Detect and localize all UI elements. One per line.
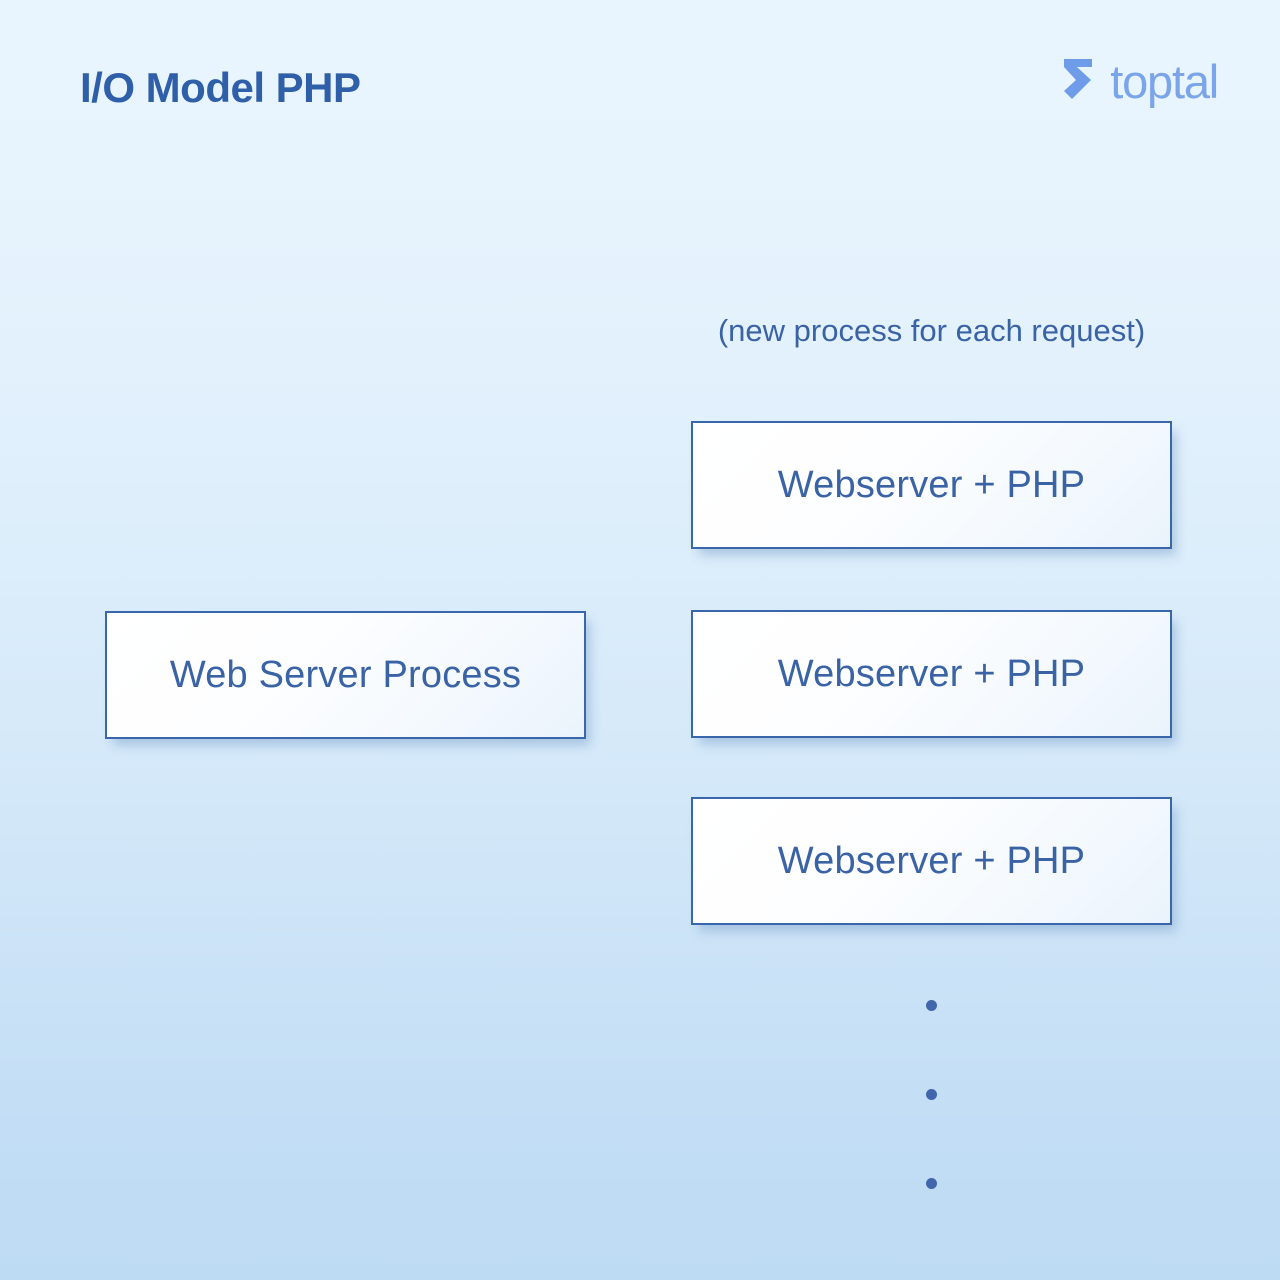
node-label: Webserver + PHP — [777, 652, 1086, 695]
vertical-ellipsis-icon — [691, 1000, 1172, 1189]
toptal-logo: toptal — [1058, 54, 1219, 108]
node-label: Webserver + PHP — [777, 839, 1086, 882]
toptal-chevron-icon — [1064, 59, 1093, 99]
node-webserver-php-1: Webserver + PHP — [691, 421, 1172, 549]
ellipsis-dot — [926, 1178, 937, 1189]
page-title: I/O Model PHP — [80, 64, 361, 111]
toptal-wordmark: toptal — [1110, 54, 1219, 108]
ellipsis-dot — [926, 1089, 937, 1100]
node-label: Webserver + PHP — [777, 463, 1086, 506]
process-model-caption: (new process for each request) — [717, 313, 1146, 348]
node-web-server-process: Web Server Process — [105, 611, 586, 739]
node-webserver-php-2: Webserver + PHP — [691, 610, 1172, 738]
node-webserver-php-3: Webserver + PHP — [691, 797, 1172, 925]
ellipsis-dot — [926, 1000, 937, 1011]
node-label: Web Server Process — [169, 653, 522, 696]
